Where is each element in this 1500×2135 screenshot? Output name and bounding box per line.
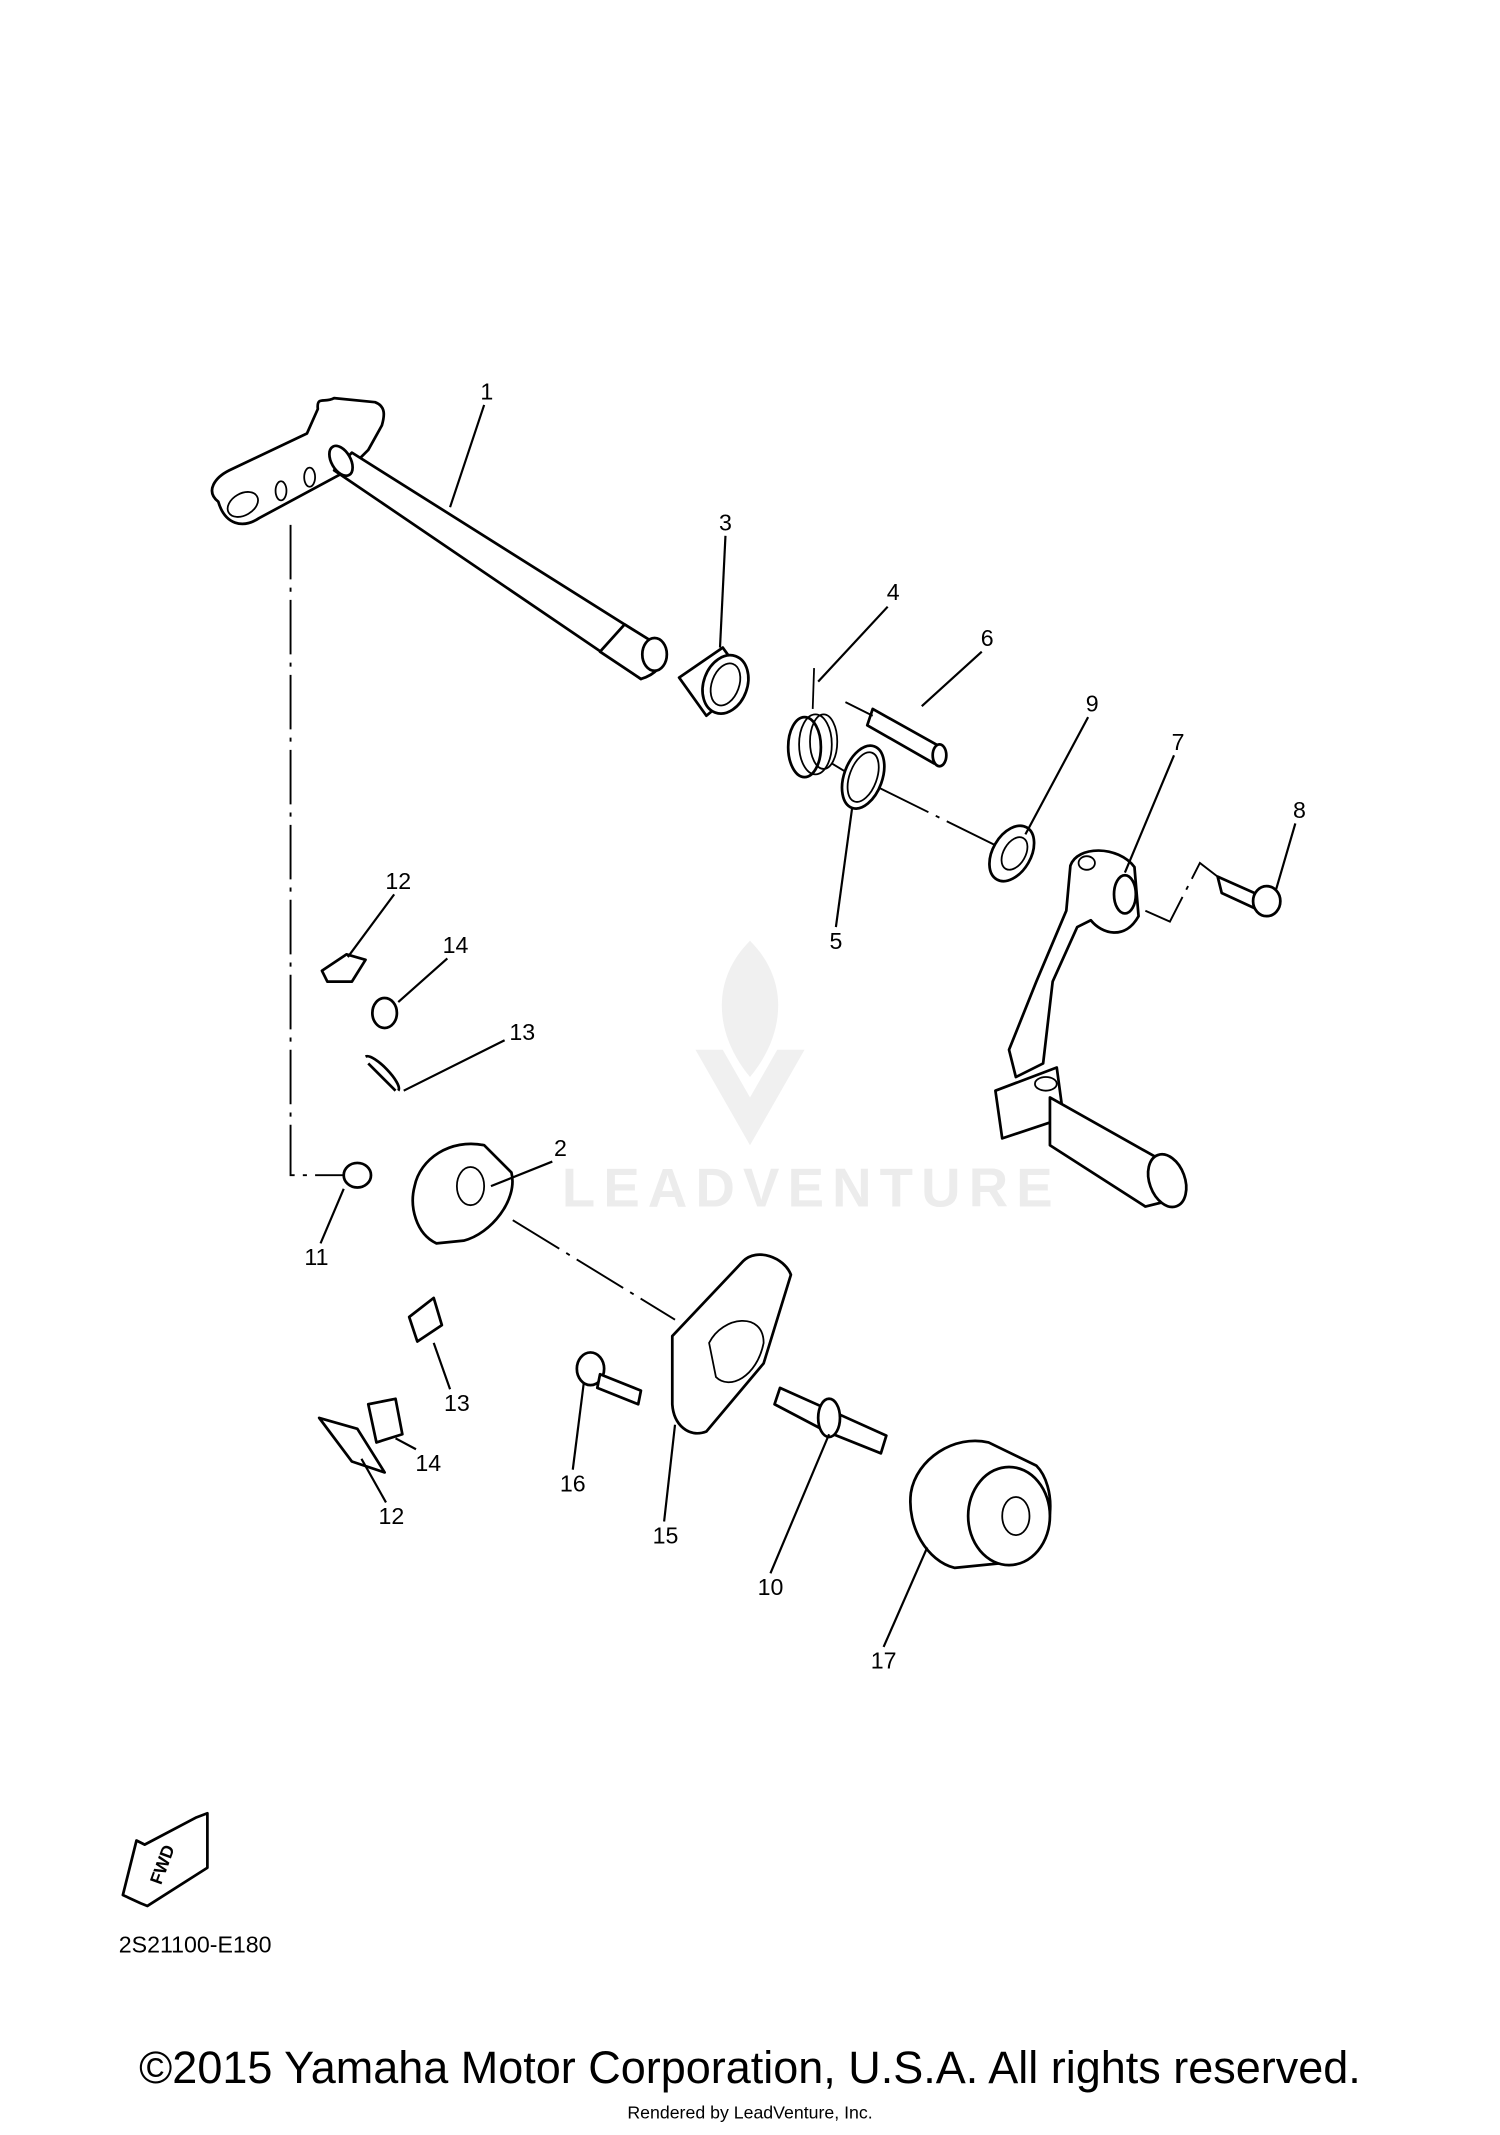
diagram-code: 2S21100-E180 bbox=[119, 1931, 272, 1957]
callout-5: 5 bbox=[829, 928, 842, 954]
centerline-plate bbox=[512, 1219, 676, 1321]
callout-12-bottom: 12 bbox=[379, 1503, 405, 1529]
callout-3: 3 bbox=[719, 509, 732, 535]
part-spring bbox=[786, 668, 839, 779]
part-oil-seal bbox=[988, 824, 1036, 883]
copyright-notice: ©2015 Yamaha Motor Corporation, U.S.A. A… bbox=[139, 2042, 1361, 2093]
bolt-head bbox=[1251, 884, 1282, 918]
callout-7: 7 bbox=[1172, 729, 1185, 755]
callout-4: 4 bbox=[887, 579, 900, 605]
centerline-left bbox=[289, 524, 344, 1177]
callout-12-top: 12 bbox=[385, 868, 411, 894]
callout-13-top: 13 bbox=[509, 1019, 535, 1045]
part-detent-pieces bbox=[317, 952, 514, 1474]
callout-17: 17 bbox=[871, 1648, 897, 1674]
leader-lines bbox=[319, 404, 1297, 1648]
part-bolt-16 bbox=[575, 1351, 606, 1387]
part-shift-shaft bbox=[210, 396, 669, 681]
callout-13-bottom: 13 bbox=[444, 1390, 470, 1416]
callout-11: 11 bbox=[304, 1244, 328, 1270]
callout-1: 1 bbox=[480, 378, 493, 404]
part-stopper-plate bbox=[670, 1253, 793, 1435]
bolt-16-shank bbox=[595, 1372, 643, 1406]
part-shift-pedal bbox=[994, 849, 1188, 1209]
callout-14-bottom: 14 bbox=[415, 1450, 441, 1476]
fwd-arrow-icon: FWD bbox=[121, 1811, 209, 1908]
part-washer bbox=[840, 744, 886, 810]
centerline-bolt bbox=[1144, 861, 1219, 923]
rendered-by-note: Rendered by LeadVenture, Inc. bbox=[627, 2103, 872, 2123]
watermark-text: LEADVENTURE bbox=[562, 1158, 1061, 1219]
leadventure-watermark-logo: LEADVENTURE bbox=[562, 940, 1061, 1219]
stud-collar bbox=[816, 1397, 842, 1439]
callout-10: 10 bbox=[758, 1574, 784, 1600]
callout-9: 9 bbox=[1086, 691, 1099, 717]
part-collar bbox=[677, 646, 750, 718]
callout-14-top: 14 bbox=[443, 932, 469, 958]
centerline-shaft bbox=[831, 701, 996, 847]
callout-8: 8 bbox=[1293, 797, 1306, 823]
part-segment bbox=[908, 1439, 1052, 1570]
pin-end bbox=[931, 743, 948, 768]
callout-15: 15 bbox=[653, 1522, 679, 1548]
callout-2: 2 bbox=[554, 1135, 567, 1161]
callout-6: 6 bbox=[981, 625, 994, 651]
part-bolt bbox=[1216, 875, 1259, 911]
callout-16: 16 bbox=[560, 1471, 586, 1497]
